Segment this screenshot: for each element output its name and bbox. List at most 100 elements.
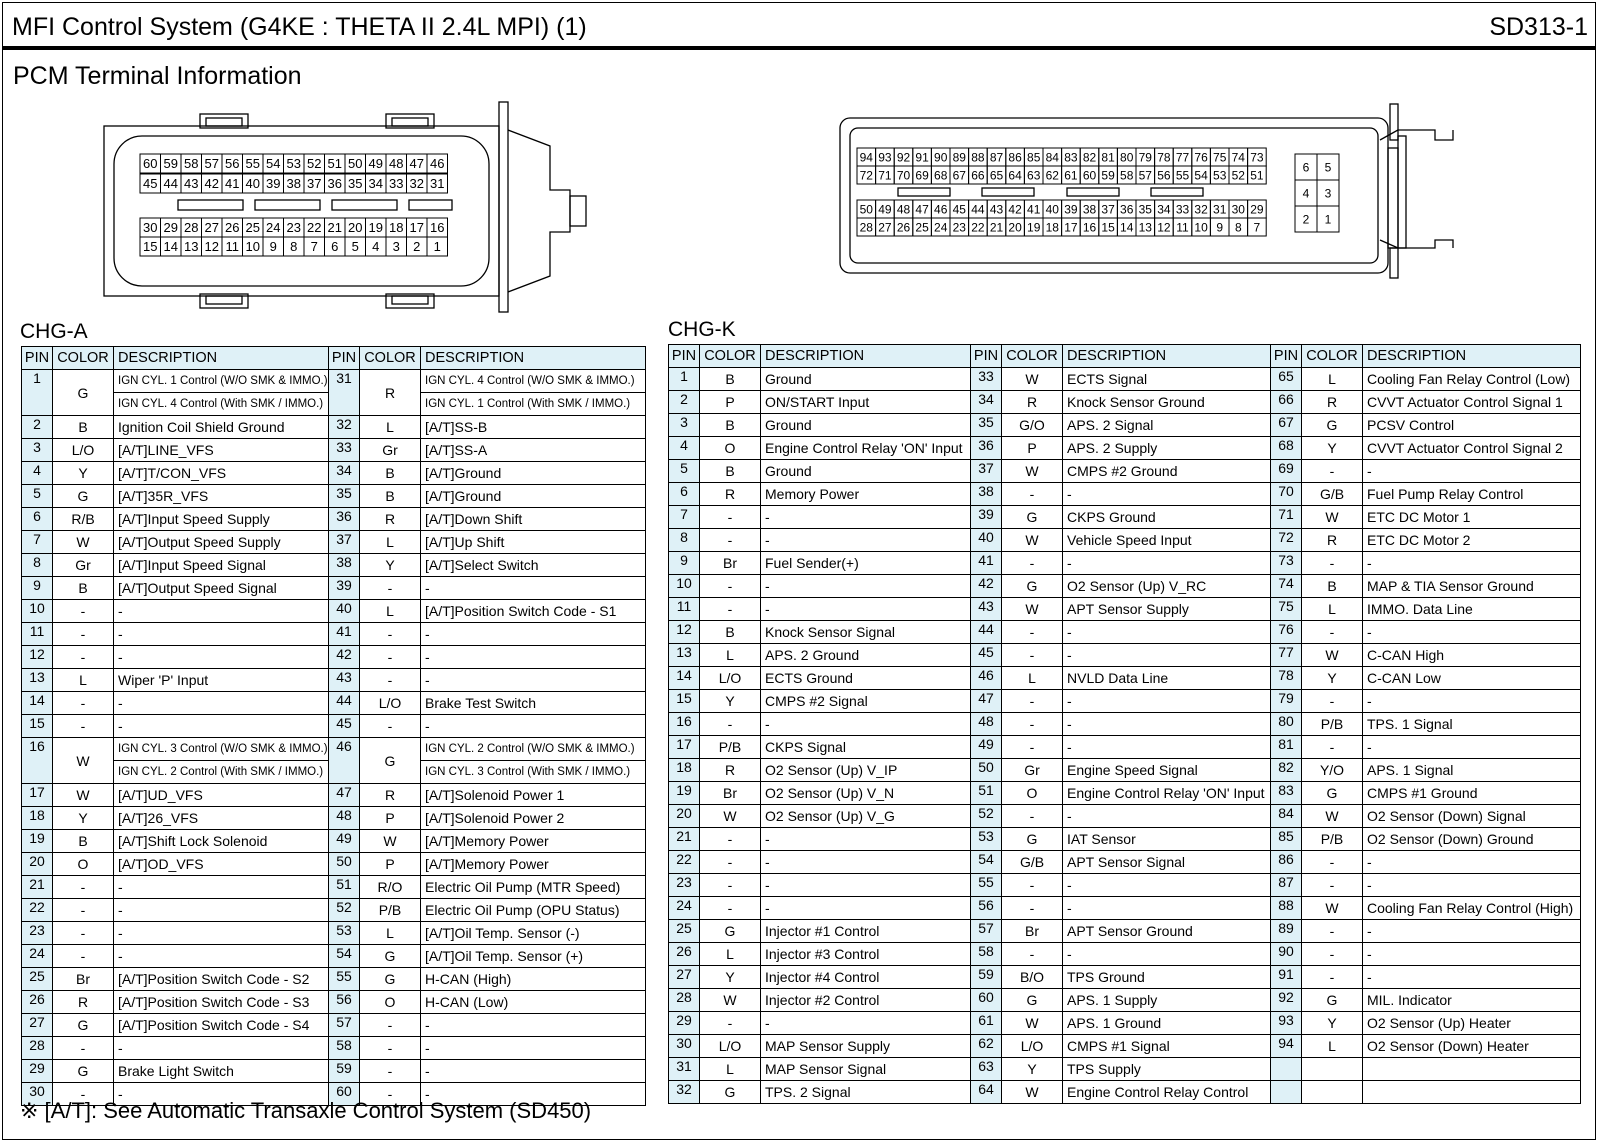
connector-a-pin-number: 3 bbox=[393, 239, 400, 254]
wire-color: W bbox=[1301, 505, 1363, 529]
pin-number: 40 bbox=[328, 599, 360, 623]
wire-color: - bbox=[699, 712, 761, 736]
pin-number: 72 bbox=[1270, 528, 1302, 552]
pin-number: 14 bbox=[668, 666, 700, 690]
pin-description: ON/START Input bbox=[760, 390, 971, 414]
wire-color: Y bbox=[52, 806, 114, 830]
pin-number: 56 bbox=[970, 896, 1002, 920]
pin-description: - bbox=[1362, 689, 1581, 713]
wire-color: - bbox=[1301, 551, 1363, 575]
wire-color: R/B bbox=[52, 507, 114, 531]
wire-color: G bbox=[699, 1080, 761, 1104]
connector-k-pin-number: 60 bbox=[1083, 168, 1097, 182]
connector-k-pin-number: 20 bbox=[1008, 220, 1022, 234]
pin-number: 89 bbox=[1270, 919, 1302, 943]
wire-color: - bbox=[1001, 689, 1063, 713]
pin-description: Engine Speed Signal bbox=[1062, 758, 1271, 782]
connector-k-side-pin-number: 2 bbox=[1303, 212, 1310, 226]
pin-number: 42 bbox=[970, 574, 1002, 598]
pin-number: 81 bbox=[1270, 735, 1302, 759]
wire-color: Y bbox=[1001, 1057, 1063, 1081]
pin-number: 33 bbox=[328, 438, 360, 462]
connector-a-pin-number: 8 bbox=[290, 239, 297, 254]
pin-description: [A/T]Oil Temp. Sensor (+) bbox=[420, 944, 646, 968]
connector-k-pin-number: 81 bbox=[1101, 150, 1115, 164]
wire-color: - bbox=[1301, 735, 1363, 759]
connector-a-pin-number: 20 bbox=[348, 220, 362, 235]
pin-description: TPS Supply bbox=[1062, 1057, 1271, 1081]
wire-color: - bbox=[1001, 804, 1063, 828]
pin-description: - bbox=[1062, 804, 1271, 828]
connector-k-side-pin-number: 6 bbox=[1303, 160, 1310, 174]
connector-a-cell bbox=[426, 236, 448, 257]
pin-number: 46 bbox=[970, 666, 1002, 690]
wire-color: G bbox=[699, 919, 761, 943]
wire-color: R bbox=[1301, 390, 1363, 414]
connector-k-pin-number: 73 bbox=[1250, 150, 1264, 164]
pin-description: O2 Sensor (Up) V_N bbox=[760, 781, 971, 805]
pin-description: - bbox=[1062, 643, 1271, 667]
wire-color: R/O bbox=[359, 875, 421, 899]
wire-color: B bbox=[359, 484, 421, 508]
connector-a-pin-number: 52 bbox=[307, 156, 321, 171]
connector-k-side-pin-number: 4 bbox=[1303, 186, 1310, 200]
connector-k-pin-number: 75 bbox=[1213, 150, 1227, 164]
pin-number: 86 bbox=[1270, 850, 1302, 874]
pin-number: 88 bbox=[1270, 896, 1302, 920]
pin-description: H-CAN (Low) bbox=[420, 990, 646, 1014]
connector-a-pin-number: 1 bbox=[434, 239, 441, 254]
wire-color: - bbox=[1301, 850, 1363, 874]
wire-color: L/O bbox=[359, 691, 421, 715]
wire-color: - bbox=[1001, 942, 1063, 966]
connector-k-side-cell bbox=[1316, 205, 1340, 233]
pin-number: 68 bbox=[1270, 436, 1302, 460]
connector-k-pin-number: 44 bbox=[971, 202, 985, 216]
connector-k-pin-number: 90 bbox=[934, 150, 948, 164]
connector-k-pin-number: 14 bbox=[1120, 220, 1134, 234]
pin-description: APT Sensor Signal bbox=[1062, 850, 1271, 874]
pin-description: - bbox=[113, 599, 329, 623]
wire-color: L bbox=[699, 942, 761, 966]
connector-a-pin-number: 56 bbox=[225, 156, 239, 171]
connector-a-cell bbox=[426, 173, 448, 194]
pin-number: 67 bbox=[1270, 413, 1302, 437]
connector-k-pin-number: 21 bbox=[990, 220, 1004, 234]
connector-k-pin-number: 42 bbox=[1008, 202, 1022, 216]
pin-description: - bbox=[1062, 873, 1271, 897]
connector-a-pin-number: 31 bbox=[430, 176, 444, 191]
pin-description: [A/T]Position Switch Code - S1 bbox=[420, 599, 646, 623]
pin-description: IAT Sensor bbox=[1062, 827, 1271, 851]
pin-description: IGN CYL. 3 Control (With SMK / IMMO.) bbox=[420, 760, 646, 784]
wire-color: - bbox=[1301, 919, 1363, 943]
pin-number: 62 bbox=[970, 1034, 1002, 1058]
pin-number: 69 bbox=[1270, 459, 1302, 483]
wire-color: - bbox=[52, 898, 114, 922]
header-pin: PIN bbox=[970, 344, 1002, 368]
pin-number: 90 bbox=[1270, 942, 1302, 966]
pin-description: Brake Test Switch bbox=[420, 691, 646, 715]
wire-color: G bbox=[1001, 574, 1063, 598]
pin-description: CVVT Actuator Control Signal 2 bbox=[1362, 436, 1581, 460]
pin-number: 47 bbox=[970, 689, 1002, 713]
wire-color: - bbox=[359, 1059, 421, 1083]
pin-description: - bbox=[760, 597, 971, 621]
connector-k-pin-number: 77 bbox=[1176, 150, 1190, 164]
connector-a-pin-number: 44 bbox=[164, 176, 178, 191]
pin-number: 24 bbox=[21, 944, 53, 968]
connector-k-pin-number: 88 bbox=[971, 150, 985, 164]
connector-k-pin-number: 54 bbox=[1194, 168, 1208, 182]
pin-description: TPS. 1 Signal bbox=[1362, 712, 1581, 736]
connector-k-pin-number: 65 bbox=[990, 168, 1004, 182]
pin-description: CMPS #1 Signal bbox=[1062, 1034, 1271, 1058]
header-description: DESCRIPTION bbox=[1062, 344, 1271, 368]
wire-color: L bbox=[359, 530, 421, 554]
pin-description: - bbox=[1362, 965, 1581, 989]
pin-number: 13 bbox=[21, 668, 53, 692]
connector-k-pin-number: 8 bbox=[1235, 220, 1242, 234]
